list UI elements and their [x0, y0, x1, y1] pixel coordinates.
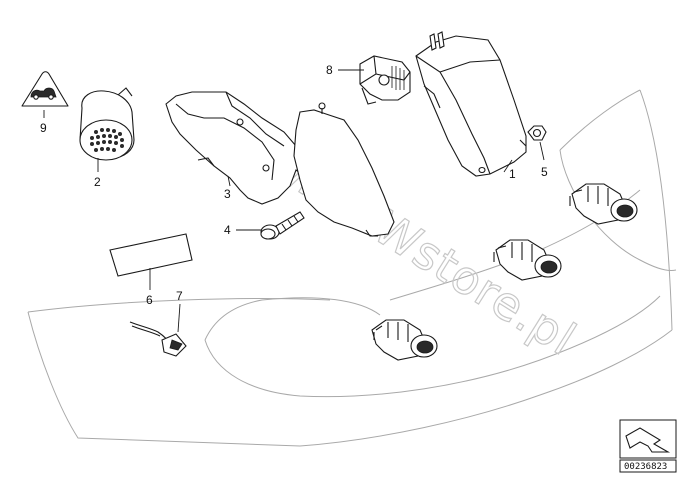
part-1-control-unit — [415, 31, 527, 177]
callout-4: 4 — [224, 223, 231, 237]
callout-5: 5 — [541, 165, 548, 179]
diagram-reference: 00236823 — [619, 459, 677, 473]
pdc-sensor-middle — [493, 239, 562, 281]
callout-6: 6 — [146, 293, 153, 307]
part-9-warning-label — [21, 71, 69, 107]
part-4-screw — [260, 211, 305, 240]
callout-1: 1 — [509, 167, 516, 181]
callout-8: 8 — [326, 63, 333, 77]
callout-3: 3 — [224, 187, 231, 201]
part-6-label-sticker — [109, 233, 193, 277]
part-2-round-connector — [79, 87, 135, 161]
pdc-sensor-right — [569, 183, 638, 225]
callout-9: 9 — [40, 121, 47, 135]
leader-lines — [43, 69, 545, 333]
part-8-sensor-module — [359, 55, 411, 105]
rear-bumper-outline — [27, 89, 677, 447]
mounting-plate — [293, 102, 395, 237]
diagram-reference-number: 00236823 — [624, 462, 667, 472]
corner-arrow-icon — [619, 419, 677, 459]
pdc-sensor-left — [371, 319, 438, 361]
part-7-cable-connector — [129, 321, 187, 357]
callout-7: 7 — [176, 289, 183, 303]
callouts: 1 2 3 4 5 6 7 8 9 — [40, 63, 548, 307]
part-5-nut — [527, 125, 547, 141]
callout-2: 2 — [94, 175, 101, 189]
